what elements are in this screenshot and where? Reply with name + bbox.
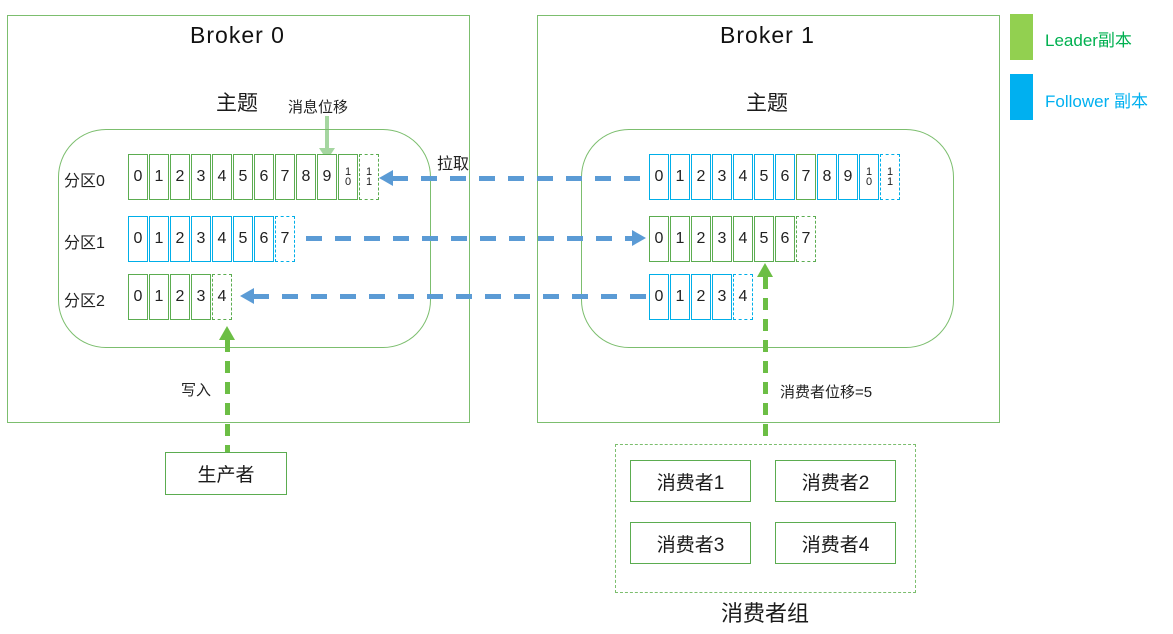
consumer1-box: 消费者1 [630,460,751,502]
log-cell: 5 [754,216,774,262]
log-cell: 4 [733,154,753,200]
follower-replica-legend-label: Follower 副本 [1045,92,1148,111]
log-cell: 4 [733,274,753,320]
consumer2-box: 消费者2 [775,460,896,502]
consumer-offset-arrow-line [763,277,768,443]
consumer3-label: 消费者3 [656,534,725,556]
broker0-partition2-label: 分区2 [64,293,105,310]
log-cell: 2 [691,154,711,200]
write-label: 写入 [181,382,212,399]
log-cell: 1 [670,216,690,262]
consumer4-box: 消费者4 [775,522,896,564]
log-cell: 0 [128,216,148,262]
write-arrow-head-icon [219,326,235,340]
broker0-topic-label: 主题 [216,92,258,115]
log-cell: 3 [191,154,211,200]
log-cell: 2 [170,216,190,262]
producer-box: 生产者 [165,452,287,495]
follower-replica-swatch-icon [1010,74,1033,120]
log-cell: 1 [149,216,169,262]
log-cell: 1 [670,154,690,200]
log-cell: 3 [712,274,732,320]
log-cell: 0 [649,216,669,262]
consumer-offset-arrow-head-icon [757,263,773,277]
consumer-offset-label: 消费者位移=5 [780,384,873,401]
log-cell: 9 [317,154,337,200]
log-cell: 6 [254,216,274,262]
log-cell: 4 [212,154,232,200]
leader-replica-swatch-icon [1010,14,1033,60]
log-cell: 1 [670,274,690,320]
log-cell: 7 [796,216,816,262]
log-cell: 5 [233,216,253,262]
pull-arrow-partition1-head-icon [632,230,646,246]
log-cell: 0 [128,274,148,320]
broker0-box [7,15,470,423]
log-cell: 2 [170,154,190,200]
consumer-group-label: 消费者组 [720,601,809,626]
pull-arrow-partition2-head-icon [240,288,254,304]
log-cell: 8 [296,154,316,200]
consumer1-label: 消费者1 [656,472,725,494]
broker0-partition1-label: 分区1 [64,235,105,252]
log-cell: 7 [796,154,816,200]
log-cell: 4 [733,216,753,262]
write-arrow-line [225,340,230,452]
log-cell: 1 [149,154,169,200]
consumer-group-box [615,444,916,593]
log-cell: 2 [691,216,711,262]
log-cell: 4 [212,216,232,262]
pull-arrow-partition1-line [306,236,633,241]
log-cell: 2 [691,274,711,320]
broker0-partition0-label: 分区0 [64,173,105,190]
log-cell: 7 [275,154,295,200]
broker0-title: Broker 0 [190,22,285,48]
log-cell: 2 [170,274,190,320]
log-cell: 3 [191,274,211,320]
log-cell: 6 [775,154,795,200]
log-cell: 5 [233,154,253,200]
log-cell: 7 [275,216,295,262]
log-cell: 0 [649,274,669,320]
broker1-box [537,15,1000,423]
consumer2-label: 消费者2 [801,472,870,494]
log-cell: 3 [191,216,211,262]
message-offset-label: 消息位移 [288,99,349,116]
log-cell: 5 [754,154,774,200]
pull-arrow-partition2-line [253,294,648,299]
pull-arrow-partition0-line [392,176,648,181]
pull-label: 拉取 [437,156,470,173]
log-cell: 9 [838,154,858,200]
message-offset-arrow-line [325,116,329,149]
log-cell: 6 [254,154,274,200]
pull-arrow-partition0-head-icon [379,170,393,186]
producer-label: 生产者 [197,465,255,486]
log-cell: 0 [128,154,148,200]
broker1-topic-label: 主题 [746,92,788,115]
log-cell: 8 [817,154,837,200]
log-cell: 4 [212,274,232,320]
log-cell: 3 [712,216,732,262]
log-cell: 6 [775,216,795,262]
leader-replica-legend-label: Leader副本 [1045,31,1132,50]
log-cell: 0 [649,154,669,200]
log-cell: 1 [149,274,169,320]
broker1-title: Broker 1 [720,22,815,48]
consumer3-box: 消费者3 [630,522,751,564]
consumer4-label: 消费者4 [801,534,870,556]
log-cell: 3 [712,154,732,200]
